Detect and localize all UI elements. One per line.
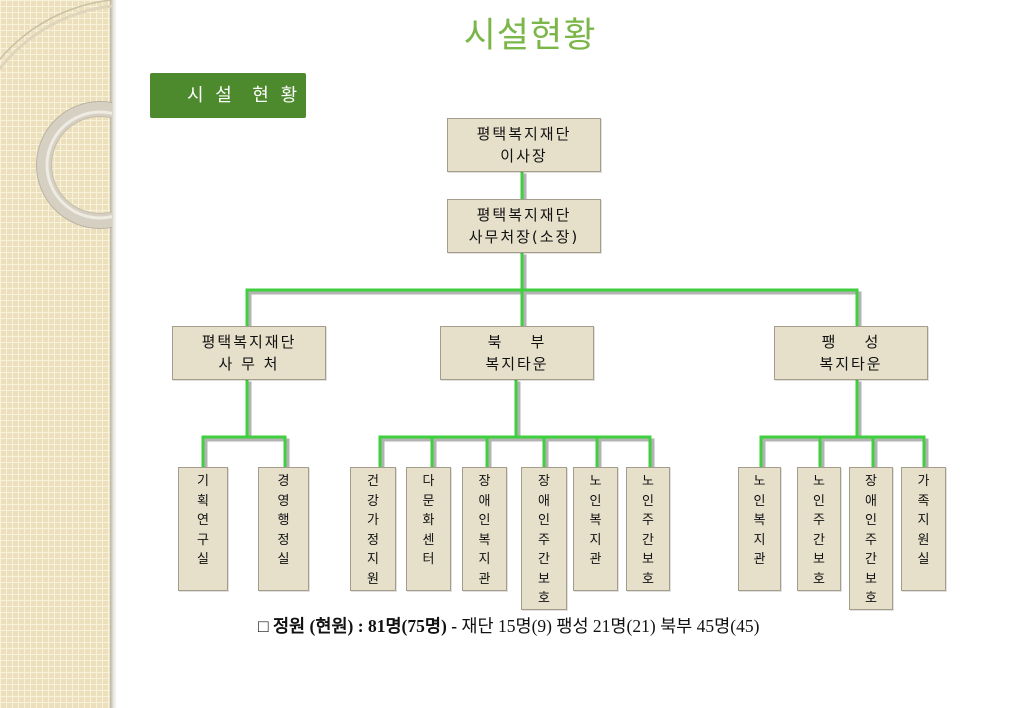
staffing-note: □ 정원 (현원) : 81명(75명) - 재단 15명(9) 팽성 21명(… bbox=[258, 614, 759, 638]
decorative-ring bbox=[51, 116, 112, 214]
paengseong-unit-family-support-office: 가족지원실 bbox=[901, 467, 946, 591]
staffing-breakdown: 재단 15명(9) 팽성 21명(21) 북부 45명(45) bbox=[461, 616, 760, 636]
bukbu-unit-healthy-family-support: 건강가정지원 bbox=[350, 467, 396, 591]
section-label: 시 설 현 황 bbox=[150, 73, 306, 118]
org-box-division-paengseong: 팽 성 복지타운 bbox=[774, 326, 928, 380]
paengseong-unit-senior-welfare-center: 노인복지관 bbox=[738, 467, 781, 591]
unit-label: 다문화센터 bbox=[422, 474, 435, 567]
org-box-line1: 팽 성 bbox=[821, 333, 881, 351]
secretariat-unit-management-admin: 경영행정실 bbox=[258, 467, 309, 591]
org-box-line2: 복지타운 bbox=[485, 355, 549, 373]
secretariat-unit-planning-research: 기획연구실 bbox=[178, 467, 228, 591]
decorative-ring bbox=[45, 110, 112, 220]
side-strip-shadow bbox=[110, 0, 117, 708]
bukbu-unit-disability-welfare-center: 장애인복지관 bbox=[462, 467, 507, 591]
slide-title: 시설현황 bbox=[463, 16, 597, 56]
unit-label: 장애인복지관 bbox=[478, 474, 491, 587]
bukbu-unit-disability-day-care: 장애인주간보호 bbox=[521, 467, 567, 610]
unit-label: 경영행정실 bbox=[277, 474, 290, 567]
unit-label: 건강가정지원 bbox=[367, 474, 379, 587]
decorative-ring bbox=[36, 101, 112, 229]
org-box-line1: 북 부 bbox=[487, 333, 547, 351]
bukbu-unit-senior-welfare-center: 노인복지관 bbox=[573, 467, 618, 591]
side-pattern-strip bbox=[0, 0, 112, 708]
unit-label: 가족지원실 bbox=[917, 474, 930, 567]
bukbu-unit-multicultural-center: 다문화센터 bbox=[406, 467, 451, 591]
org-box-line1: 평택복지재단 bbox=[476, 206, 572, 224]
org-box-line2: 이사장 bbox=[500, 147, 548, 165]
org-box-division-bukbu: 북 부 복지타운 bbox=[440, 326, 594, 380]
decorative-ring bbox=[36, 101, 112, 229]
org-box-division-secretariat: 평택복지재단 사 무 처 bbox=[172, 326, 326, 380]
org-box-line2: 사무처장(소장) bbox=[468, 228, 580, 246]
staffing-total: 정원 (현원) : 81명(75명) - bbox=[272, 616, 458, 636]
org-box-line2: 사 무 처 bbox=[218, 355, 280, 373]
org-box-secretary-general: 평택복지재단 사무처장(소장) bbox=[447, 199, 601, 253]
unit-label: 노인복지관 bbox=[753, 474, 766, 567]
unit-label: 노인주간보호 bbox=[642, 474, 654, 587]
bukbu-unit-senior-day-care: 노인주간보호 bbox=[626, 467, 670, 591]
org-box-line2: 복지타운 bbox=[819, 355, 883, 373]
decorative-rings bbox=[0, 0, 112, 229]
org-box-chairman: 평택복지재단 이사장 bbox=[447, 118, 601, 172]
unit-label: 장애인주간보호 bbox=[865, 474, 877, 606]
paengseong-unit-disability-day-care: 장애인주간보호 bbox=[849, 467, 893, 610]
unit-label: 기획연구실 bbox=[197, 474, 209, 567]
org-box-line1: 평택복지재단 bbox=[476, 125, 572, 143]
bullet-square: □ bbox=[258, 616, 269, 636]
org-box-line1: 평택복지재단 bbox=[201, 333, 297, 351]
unit-label: 장애인주간보호 bbox=[538, 474, 550, 606]
paengseong-unit-senior-day-care: 노인주간보호 bbox=[797, 467, 841, 591]
unit-label: 노인복지관 bbox=[589, 474, 602, 567]
unit-label: 노인주간보호 bbox=[813, 474, 825, 587]
